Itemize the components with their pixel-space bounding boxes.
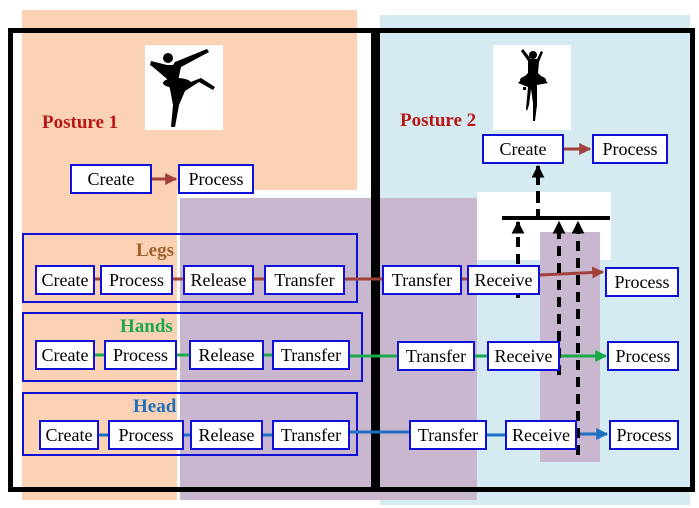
posture2-create-node: Create bbox=[482, 134, 564, 164]
hands-group bbox=[22, 312, 363, 382]
dancer-arabesque-icon bbox=[145, 45, 223, 130]
head-receive-node: Receive bbox=[505, 420, 577, 450]
head-process-node: Process bbox=[108, 420, 184, 450]
posture2-title: Posture 2 bbox=[400, 110, 477, 131]
posture2-process-node: Process bbox=[592, 134, 668, 164]
posture1-title: Posture 1 bbox=[42, 112, 119, 133]
head-release-node: Release bbox=[190, 420, 263, 450]
head-label: Head bbox=[133, 396, 177, 417]
legs-transfer-in-node: Transfer bbox=[382, 265, 462, 295]
head-group bbox=[22, 392, 358, 456]
head-process-end-node: Process bbox=[609, 420, 679, 450]
legs-process-end-node: Process bbox=[605, 267, 679, 297]
head-transfer-in-node: Transfer bbox=[409, 420, 487, 450]
legs-process-node: Process bbox=[100, 265, 173, 295]
hands-release-node: Release bbox=[189, 340, 264, 370]
posture1-frame bbox=[8, 28, 380, 492]
hands-create-node: Create bbox=[35, 340, 95, 370]
hands-process-node: Process bbox=[104, 340, 177, 370]
head-create-node: Create bbox=[39, 420, 99, 450]
hands-transfer-in-node: Transfer bbox=[397, 341, 475, 371]
legs-release-node: Release bbox=[183, 265, 254, 295]
hands-label: Hands bbox=[120, 316, 173, 337]
hands-transfer-node: Transfer bbox=[272, 340, 350, 370]
legs-create-node: Create bbox=[35, 265, 95, 295]
posture2-frame bbox=[371, 28, 695, 492]
legs-group bbox=[22, 233, 358, 303]
hands-process-end-node: Process bbox=[607, 341, 679, 371]
posture1-create-node: Create bbox=[70, 164, 152, 194]
posture1-process-node: Process bbox=[178, 164, 254, 194]
legs-label: Legs bbox=[136, 240, 174, 261]
legs-receive-node: Receive bbox=[467, 265, 540, 295]
legs-arrow-end bbox=[539, 266, 605, 279]
head-transfer-node: Transfer bbox=[272, 420, 350, 450]
legs-transfer-node: Transfer bbox=[264, 265, 345, 295]
dancer-pointe-icon bbox=[493, 45, 571, 130]
hands-receive-node: Receive bbox=[487, 341, 560, 371]
